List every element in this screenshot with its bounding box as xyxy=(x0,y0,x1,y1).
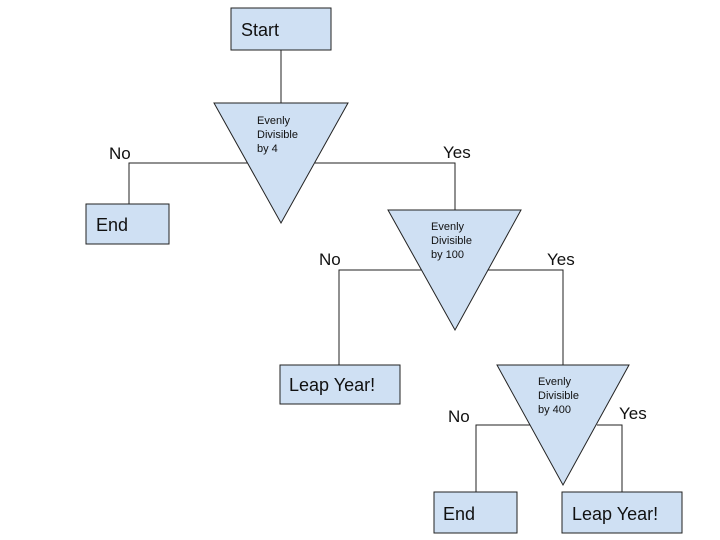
connector-decision-3-yes xyxy=(597,424,623,492)
decision-1-triangle xyxy=(213,102,349,225)
leap-year-label-1: Leap Year! xyxy=(289,375,375,395)
connector-decision-1-yes xyxy=(315,162,456,210)
end-node-2: End xyxy=(433,491,518,534)
decision-2-triangle xyxy=(387,209,522,332)
leap-year-node-2: Leap Year! xyxy=(561,491,683,534)
decision-divisible-by-400: Evenly Divisible by 400 No Yes xyxy=(448,364,647,487)
decision-2-line-1: Evenly xyxy=(431,221,465,233)
leap-year-box-2 xyxy=(561,491,683,534)
decision-2-line-2: Divisible xyxy=(431,235,472,247)
connectors xyxy=(128,50,623,492)
decision-3-no-label: No xyxy=(448,407,470,426)
decision-3-line-3: by 400 xyxy=(538,404,571,416)
decision-3-line-2: Divisible xyxy=(538,390,579,402)
connector-decision-1-no xyxy=(128,162,248,204)
leap-year-node-1: Leap Year! xyxy=(279,364,401,405)
decision-divisible-by-4: Evenly Divisible by 4 No Yes xyxy=(109,102,471,225)
end-label-1: End xyxy=(96,215,128,235)
decision-1-line-3: by 4 xyxy=(257,143,278,155)
end-box-2 xyxy=(433,491,518,534)
connector-decision-2-no xyxy=(338,269,422,365)
decision-1-line-2: Divisible xyxy=(257,129,298,141)
decision-1-line-1: Evenly xyxy=(257,115,291,127)
leap-year-box-1 xyxy=(279,364,401,405)
decision-3-line-1: Evenly xyxy=(538,376,572,388)
end-label-2: End xyxy=(443,504,475,524)
start-label: Start xyxy=(241,20,279,40)
start-box xyxy=(230,7,332,51)
end-node-1: End xyxy=(85,203,170,245)
connector-decision-3-no xyxy=(475,424,531,492)
end-box-1 xyxy=(85,203,170,245)
start-node: Start xyxy=(230,7,332,51)
decision-2-yes-label: Yes xyxy=(547,250,575,269)
decision-divisible-by-100: Evenly Divisible by 100 No Yes xyxy=(319,209,575,332)
decision-2-line-3: by 100 xyxy=(431,249,464,261)
leap-year-label-2: Leap Year! xyxy=(572,504,658,524)
decision-2-no-label: No xyxy=(319,250,341,269)
decision-3-triangle xyxy=(496,364,630,487)
decision-1-no-label: No xyxy=(109,144,131,163)
connector-decision-2-yes xyxy=(488,269,564,365)
decision-1-yes-label: Yes xyxy=(443,143,471,162)
decision-3-yes-label: Yes xyxy=(619,404,647,423)
